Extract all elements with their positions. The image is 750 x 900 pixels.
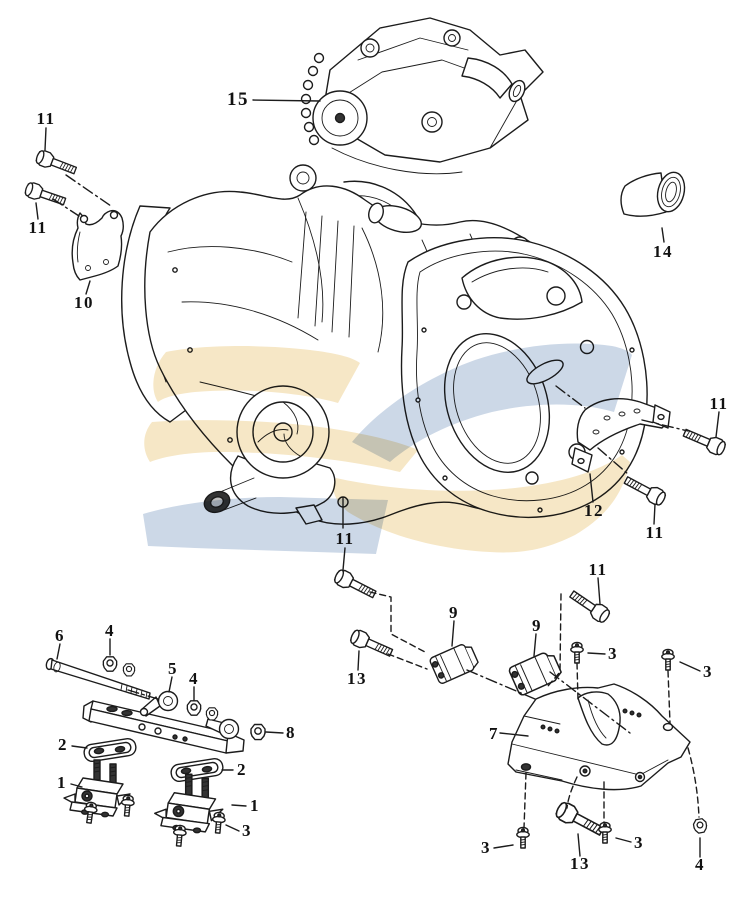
part-11-bolt-mid-right [566, 586, 613, 626]
part-7-skid-plate [507, 683, 691, 791]
part-3-bolt-b [661, 648, 675, 671]
assembly-lines [52, 174, 700, 829]
leader-lines [35, 99, 720, 858]
part-13-bolt-left [348, 627, 396, 661]
part-3-bolt-f [119, 794, 136, 818]
part-11-bolt-top-left-a [33, 148, 79, 179]
part-1-mount-a [63, 759, 131, 818]
mount-bar-assembly [82, 690, 245, 754]
part-4-nut-bottom-right [692, 817, 709, 835]
part-8-nut [250, 723, 266, 741]
part-4-nut-b2 [205, 707, 219, 721]
part-10-bracket [71, 209, 124, 281]
part-4-nut-a2 [122, 663, 136, 677]
part-9-damper-b [507, 648, 565, 697]
part-11-bolt-right-b [621, 472, 669, 508]
part-1-mount-b [154, 773, 224, 834]
part-3-bolt-a [570, 641, 584, 664]
part-13-bolt-bottom [553, 799, 607, 841]
part-4-nut-b1 [186, 700, 202, 716]
part-9-damper-a [428, 640, 481, 686]
part-3-bolt-h [210, 811, 227, 835]
part-11-bolt-mid [331, 567, 379, 603]
part-14-intake-duct [620, 171, 686, 217]
part-12-hanger-bracket [571, 398, 671, 473]
watermark-sc [143, 343, 632, 554]
part-2-plate-b [169, 756, 225, 784]
part-3-bolt-c [516, 826, 530, 849]
part-2-plate-a [82, 736, 138, 764]
part-6-through-bolt [45, 657, 151, 700]
part-11-bolt-right-a [680, 424, 728, 458]
part-4-nut-a1 [102, 656, 118, 672]
part-3-bolt-g [171, 824, 188, 848]
